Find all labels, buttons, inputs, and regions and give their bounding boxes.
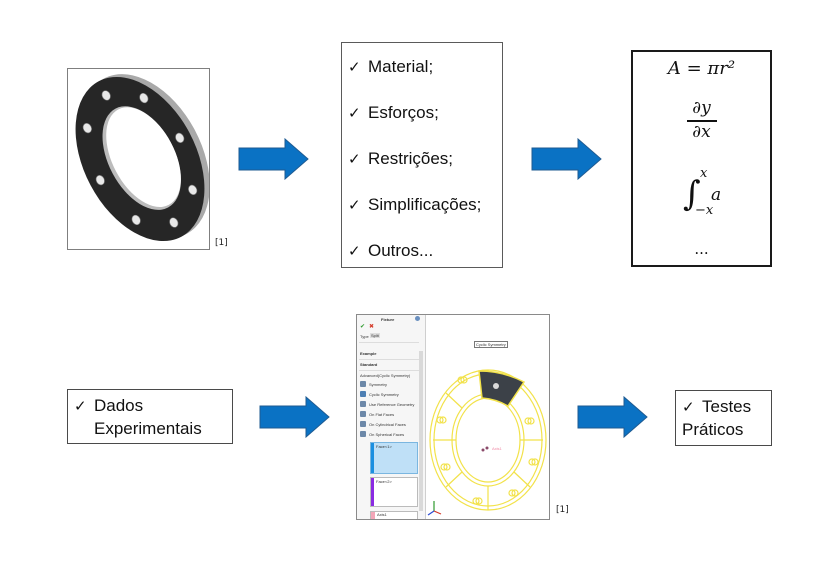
divider	[359, 342, 419, 343]
check-icon: ✓	[348, 104, 361, 122]
cylindrical-faces-icon	[360, 421, 366, 427]
spherical-faces-icon	[360, 431, 366, 437]
integral-sign: ∫	[683, 174, 701, 214]
option-cyclic-symmetry: Cyclic Symmetry	[369, 392, 399, 397]
section-advanced: Advanced(Cyclic Symmetry)	[360, 373, 411, 378]
arrow-right-icon	[577, 396, 648, 438]
section-standard: Standard	[360, 362, 378, 367]
area-equation: A = πr²	[667, 58, 736, 79]
ellipsis: ...	[694, 240, 709, 258]
axis-field: Axis1	[370, 511, 418, 519]
cyclic-symmetry-icon	[360, 391, 366, 397]
checklist-item: ✓ Simplificações;	[348, 195, 481, 215]
checklist-item-label: Restrições;	[368, 149, 454, 168]
fixture-property-panel: Fixture ✔ ✖ Type Split Example Standard …	[357, 315, 426, 519]
tab-split: Split	[370, 333, 380, 338]
checklist-item: ✓ Material;	[348, 57, 433, 77]
derivative-numerator: ∂y	[692, 98, 711, 118]
derivative-denominator: ∂x	[692, 122, 711, 142]
face1-label: Face<1>	[376, 444, 392, 449]
option-flat-faces: On Flat Faces	[369, 412, 395, 417]
flange-image-frame	[67, 68, 210, 250]
cancel-x-icon: ✖	[369, 324, 375, 330]
arrow-right-icon	[531, 138, 602, 180]
help-icon	[415, 316, 420, 321]
check-icon: ✓	[348, 150, 361, 168]
scrollbar	[419, 351, 423, 511]
check-icon: ✓	[74, 397, 87, 415]
check-icon: ✓	[348, 58, 361, 76]
checklist-item: ✓ Restrições;	[348, 149, 453, 169]
face2-selection-list: Face<2>	[370, 477, 418, 507]
practical-tests-box: ✓ Testes Práticos	[675, 390, 772, 446]
panel-title: Fixture	[381, 317, 395, 322]
cyclic-symmetry-wireframe	[427, 369, 547, 516]
tab-type: Type	[360, 334, 369, 339]
symmetry-icon	[360, 381, 366, 387]
face1-selection-list: Face<1>	[370, 442, 418, 474]
arrow-right-icon	[238, 138, 309, 180]
section-example: Example	[360, 351, 377, 356]
option-reference-geometry: Use Reference Geometry	[369, 402, 415, 407]
checklist-item-label: Outros...	[368, 241, 434, 260]
cyclic-sector-highlight	[478, 370, 526, 408]
reference-geometry-icon	[360, 401, 366, 407]
ok-check-icon: ✔	[360, 324, 366, 330]
experimental-data-box: ✓ Dados Experimentais	[67, 389, 233, 444]
tests-line2: Práticos	[682, 420, 744, 439]
axis-annotation: Axis1	[492, 446, 502, 451]
checklist-item-label: Simplificações;	[368, 195, 482, 214]
checklist-item-label: Material;	[368, 57, 434, 76]
option-symmetry: Symmetry	[369, 382, 387, 387]
experimental-line1: Dados	[94, 396, 144, 415]
integral-upper-limit: x	[700, 166, 708, 181]
check-icon: ✓	[348, 242, 361, 260]
equations-box: A = πr² ∂y ∂x ∫ x −x a ...	[631, 50, 772, 267]
simulation-software-screenshot: Fixture ✔ ✖ Type Split Example Standard …	[356, 314, 550, 520]
model-viewport: Cyclic Symmetry Axis1	[426, 315, 549, 519]
check-icon: ✓	[348, 196, 361, 214]
integral-lower-limit: −x	[695, 203, 714, 218]
checklist-item: ✓ Esforços;	[348, 103, 439, 123]
flange-image	[75, 74, 210, 242]
integral-body: a	[711, 185, 722, 205]
option-spherical-faces: On Spherical Faces	[369, 432, 405, 437]
arrow-right-icon	[259, 396, 330, 438]
fraction-bar	[687, 120, 717, 122]
flat-faces-icon	[360, 411, 366, 417]
divider	[359, 359, 419, 360]
check-icon: ✓	[682, 398, 695, 416]
divider	[359, 370, 419, 371]
considerations-checklist: ✓ Material; ✓ Esforços; ✓ Restrições; ✓ Simp…	[341, 42, 503, 268]
cyclic-symmetry-callout: Cyclic Symmetry	[474, 341, 508, 348]
option-cylindrical-faces: On Cylindrical Faces	[369, 422, 406, 427]
axis-label: Axis1	[377, 512, 387, 517]
face2-label: Face<2>	[376, 479, 392, 484]
checklist-item: ✓ Outros...	[348, 241, 433, 261]
experimental-line2: Experimentais	[94, 419, 202, 438]
citation-label: [1]	[215, 238, 228, 248]
citation-label: [1]	[556, 505, 569, 515]
checklist-item-label: Esforços;	[368, 103, 439, 122]
tests-line1: Testes	[702, 397, 752, 416]
